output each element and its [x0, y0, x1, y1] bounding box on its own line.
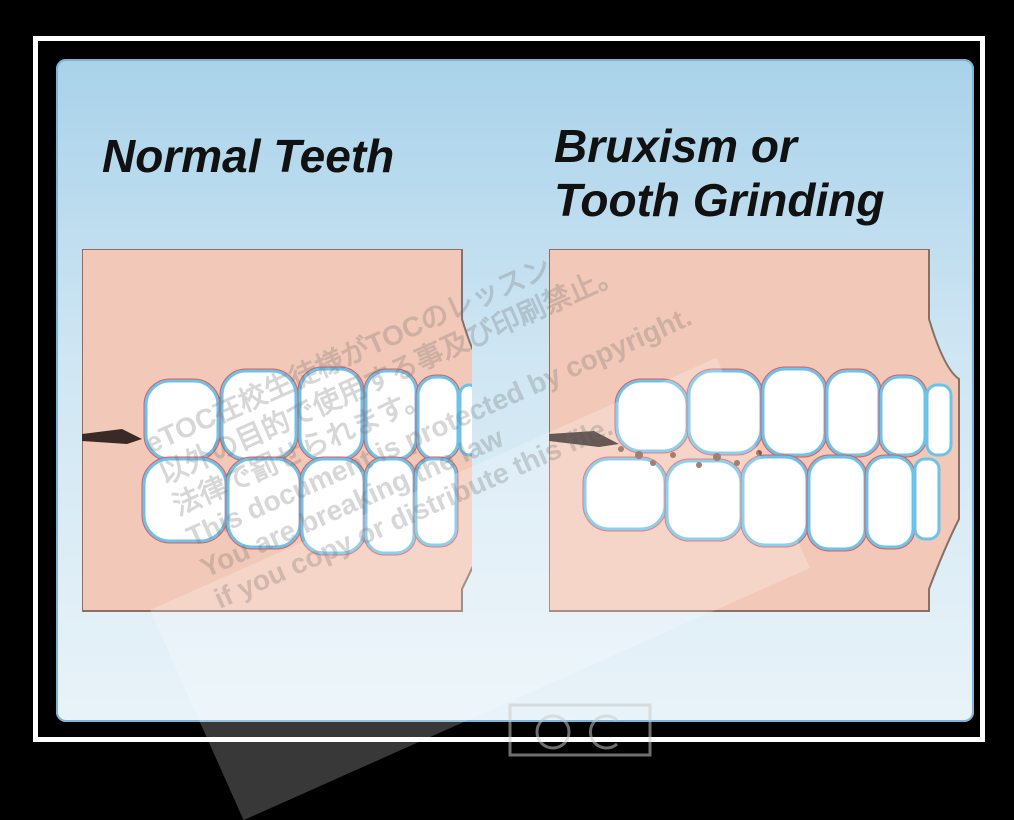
- bruxism-title-line2: Tooth Grinding: [554, 173, 884, 227]
- bruxism-title: Bruxism or Tooth Grinding: [554, 119, 884, 227]
- watermark-logo: [505, 700, 655, 760]
- normal-teeth-title: Normal Teeth: [102, 129, 394, 183]
- bruxism-title-line1: Bruxism or: [554, 119, 884, 173]
